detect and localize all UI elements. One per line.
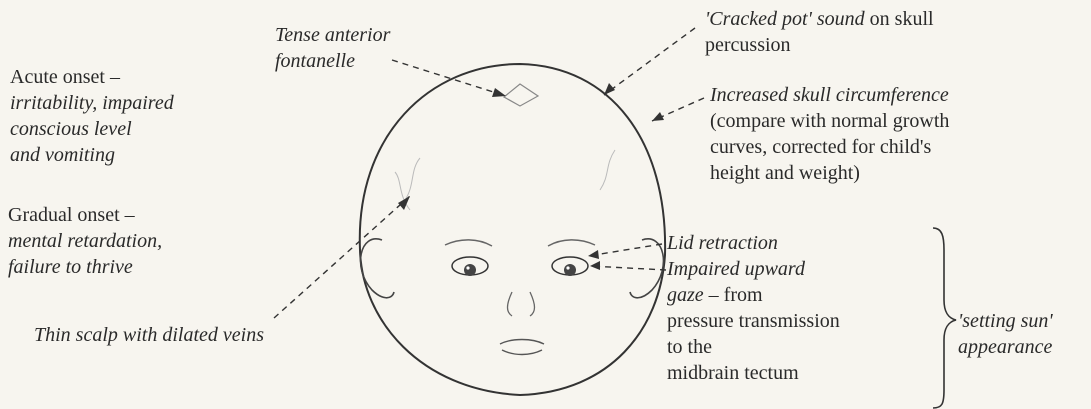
upward-gaze-leader [590,266,666,270]
thin-scalp-label: Thin scalp with dilated veins [34,322,264,348]
cracked-pot-leader [604,28,695,95]
upward-gaze-line5: midbrain tectum [667,360,840,386]
acute-onset-label: Acute onset – irritability, impaired con… [10,64,174,168]
lid-retraction-label: Lid retraction [667,230,778,256]
cracked-pot-rest: on skull [865,8,934,30]
scalp-veins [395,150,615,210]
gradual-onset-label: Gradual onset – mental retardation, fail… [8,202,162,280]
skull-circumference-line2: (compare with normal growth [710,108,949,134]
acute-onset-heading: Acute onset – [10,64,174,90]
left-ear [361,239,394,298]
right-eye [552,257,588,276]
setting-sun-line2: appearance [958,334,1053,360]
thin-scalp-leader [274,196,410,318]
cracked-pot-line2: percussion [705,32,934,58]
upward-gaze-line4: to the [667,334,840,360]
head-outline [360,64,665,395]
cracked-pot-arrowhead [604,83,615,95]
setting-sun-brace [933,228,956,408]
gradual-onset-heading: Gradual onset – [8,202,162,228]
lid-retraction-leader [588,244,662,256]
left-eyebrow [445,240,492,246]
skull-circumference-label: Increased skull circumference (compare w… [710,82,949,186]
upward-gaze-label: Impaired upward gaze – from pressure tra… [667,256,840,386]
fontanelle-leader [392,60,506,96]
upward-gaze-line3: pressure transmission [667,308,840,334]
nose [508,292,535,316]
circumference-arrowhead [652,112,664,121]
mouth [500,340,544,355]
lid-retraction-arrowhead [588,250,599,259]
acute-onset-line2: irritability, impaired [10,90,174,116]
acute-onset-line4: and vomiting [10,142,174,168]
tense-fontanelle-line2: fontanelle [275,48,390,74]
left-eye [452,257,488,276]
upward-gaze-line2-rest: – from [704,284,763,306]
tense-fontanelle-line1: Tense anterior [275,22,390,48]
skull-circumference-line4: height and weight) [710,160,949,186]
acute-onset-line3: conscious level [10,116,174,142]
fontanelle-arrowhead [492,88,506,97]
setting-sun-label: 'setting sun' appearance [958,308,1053,360]
upward-gaze-arrowhead [590,261,600,270]
upward-gaze-line1: Impaired upward [667,256,840,282]
setting-sun-line1: 'setting sun' [958,308,1053,334]
right-eyebrow [548,240,595,246]
gradual-onset-line3: failure to thrive [8,254,162,280]
cracked-pot-label: 'Cracked pot' sound on skull percussion [705,6,934,58]
upward-gaze-line2-italic: gaze [667,284,704,306]
cracked-pot-italic: 'Cracked pot' sound [705,8,865,30]
skull-circumference-italic: Increased skull circumference [710,82,949,108]
fontanelle-mark [504,84,538,106]
tense-fontanelle-label: Tense anterior fontanelle [275,22,390,74]
skull-circumference-line3: curves, corrected for child's [710,134,949,160]
gradual-onset-line2: mental retardation, [8,228,162,254]
